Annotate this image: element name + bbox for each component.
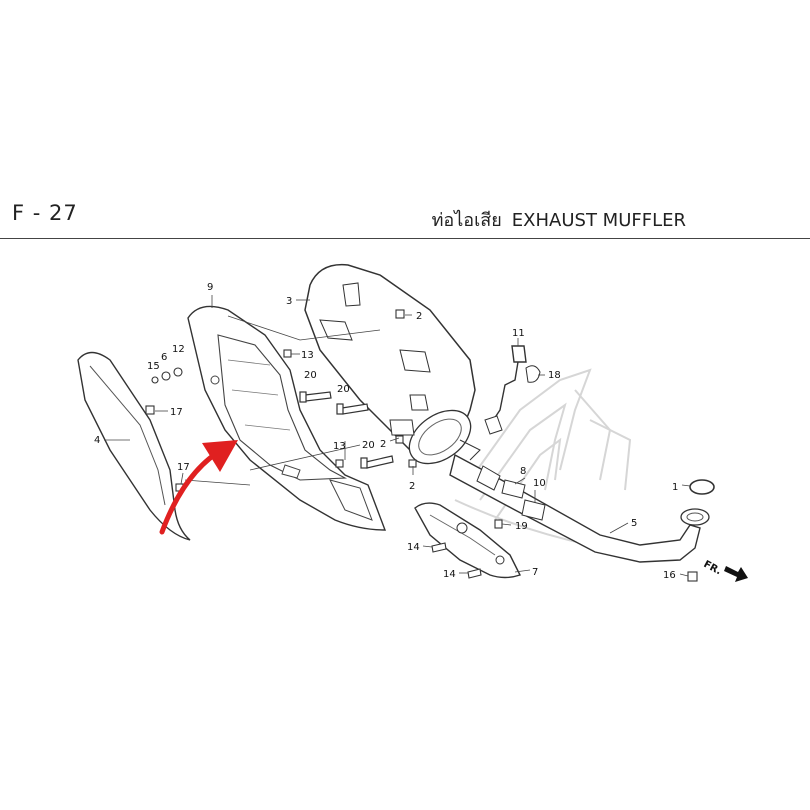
part-10-gasket [521,499,546,521]
part-4-muffler-protector [77,351,191,541]
callout-12: 12 [172,344,185,355]
part-7-heat-shield [414,502,521,579]
diagram-title: ท่อไอเสีย EXHAUST MUFFLER [432,205,686,234]
fr-label: FR. [702,559,724,577]
callout-16: 16 [663,570,676,581]
part-18-clip [525,365,541,383]
callout-2: 2 [416,311,422,322]
callout-18: 18 [548,370,561,381]
fastener-group [145,309,698,582]
title-thai: ท่อไอเสีย [431,210,502,231]
title-english: EXHAUST MUFFLER [511,210,686,231]
callout-labels: 1 2 2 2 3 4 5 6 7 8 9 10 11 12 13 13 14 … [94,282,678,581]
callout-14: 14 [407,542,420,553]
callout-15: 15 [147,361,160,372]
bolt-20-group [299,391,394,469]
diagram-code: F - 27 [12,201,78,225]
header-divider [0,238,810,239]
callout-2: 2 [380,439,386,450]
callout-8: 8 [520,466,526,477]
part-8-gasket [501,479,526,499]
callout-14: 14 [443,569,456,580]
part-11-o2-sensor [489,345,527,426]
leader-lines [104,295,691,577]
callout-6: 6 [161,352,167,363]
callout-2: 2 [409,481,415,492]
front-direction-arrow: FR. [702,559,748,582]
callout-10: 10 [533,478,546,489]
callout-17: 17 [170,407,183,418]
callout-13: 13 [301,350,314,361]
callout-3: 3 [286,296,292,307]
callout-20: 20 [337,384,350,395]
callout-19: 19 [515,521,528,532]
part-1-gasket-ring [689,479,715,495]
callout-7: 7 [532,567,538,578]
callout-20: 20 [304,370,317,381]
callout-9: 9 [207,282,213,293]
callout-11: 11 [512,328,525,339]
callout-13: 13 [333,441,346,452]
callout-20: 20 [362,440,375,451]
callout-17: 17 [177,462,190,473]
callout-1: 1 [672,482,678,493]
callout-4: 4 [94,435,100,446]
callout-5: 5 [631,518,637,529]
red-annotation-arrow [159,440,238,535]
